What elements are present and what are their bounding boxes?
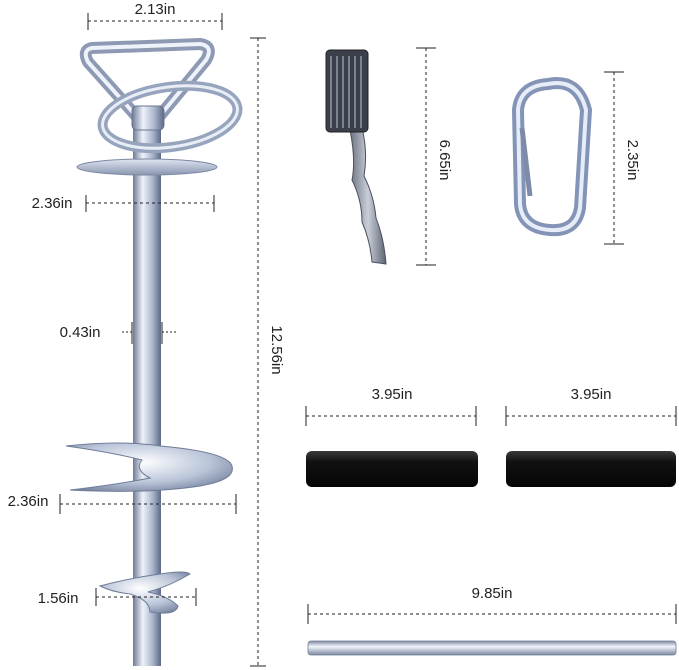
dim-rod-length: 9.85in [472, 585, 513, 602]
stake-lower-helix [65, 442, 233, 492]
dim-total-length: 12.56in [268, 325, 285, 374]
steel-rod [307, 640, 677, 656]
stake-small-helix [98, 571, 191, 614]
dim-handle-width: 2.13in [135, 1, 176, 18]
ground-stake [65, 38, 243, 666]
dim-brush-length: 6.65in [436, 140, 453, 181]
dim-tube-right: 3.95in [571, 386, 612, 403]
foam-tube-left [306, 451, 478, 487]
carabiner [511, 77, 593, 237]
dim-carabiner-length: 2.35in [624, 140, 641, 181]
brush-bristles [325, 49, 369, 133]
dim-upper-disc: 2.36in [32, 195, 73, 212]
dim-shaft-diameter: 0.43in [60, 324, 101, 341]
dim-small-helix: 1.56in [38, 590, 79, 607]
stake-upper-disc [76, 158, 218, 176]
carabiner-gate [519, 127, 533, 197]
brush-handle [349, 127, 387, 265]
foam-tube-right [506, 451, 676, 487]
cleaning-brush [325, 49, 387, 265]
dim-tube-left: 3.95in [372, 386, 413, 403]
dim-lower-helix: 2.36in [8, 493, 49, 510]
